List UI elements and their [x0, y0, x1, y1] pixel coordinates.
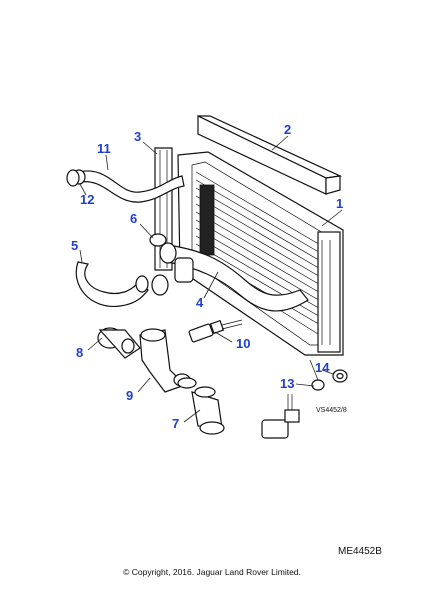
- callout-3: 3: [134, 129, 141, 144]
- callout-4: 4: [196, 295, 204, 310]
- part-14-washer: [332, 369, 348, 383]
- part-12-clip: [66, 169, 80, 187]
- part-7-short-hose: [177, 377, 225, 435]
- callout-8: 8: [76, 345, 83, 360]
- part-6-clips: [149, 233, 169, 296]
- callout-14: 14: [315, 360, 330, 375]
- part-8-elbow: [97, 327, 141, 359]
- callout-6: 6: [130, 211, 137, 226]
- leader-lines: [79, 135, 343, 423]
- callout-10: 10: [236, 336, 250, 351]
- part-5-hose: [75, 261, 149, 307]
- callout-9: 9: [126, 388, 133, 403]
- part-9-tee: [139, 328, 191, 393]
- callout-11: 11: [97, 141, 111, 156]
- callout-12: 12: [80, 192, 94, 207]
- callout-2: 2: [284, 122, 291, 137]
- part-13-drain-tap: [261, 359, 325, 439]
- view-reference: VS4452/8: [316, 407, 347, 414]
- callout-5: 5: [71, 238, 78, 253]
- part-2-bar: [197, 115, 343, 195]
- part-10-sensor: [188, 319, 243, 343]
- copyright-notice: © Copyright, 2016. Jaguar Land Rover Lim…: [123, 567, 301, 577]
- part-4-bottom-hose: [159, 242, 309, 312]
- radiator-core-fins: [195, 171, 323, 335]
- callout-1: 1: [336, 196, 343, 211]
- sheet-code: ME4452B: [338, 546, 382, 557]
- callout-13: 13: [280, 376, 294, 391]
- callout-7: 7: [172, 416, 179, 431]
